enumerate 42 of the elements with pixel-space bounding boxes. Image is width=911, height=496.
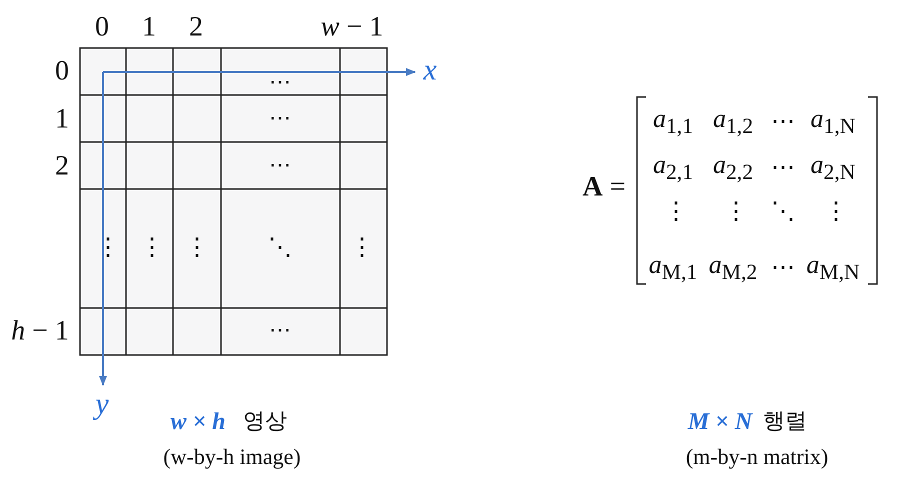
matrix-entry: a$_{1,2}$ bbox=[712, 105, 754, 139]
row-number: 1 bbox=[55, 104, 69, 136]
ellipsis: ⋯ bbox=[771, 108, 795, 136]
diagonal-ellipsis: ⋱ bbox=[268, 234, 292, 262]
row-number: 2 bbox=[55, 152, 69, 182]
ellipsis: ⋯ bbox=[771, 254, 795, 282]
vertical-ellipsis: ⋮ bbox=[350, 234, 374, 262]
ellipsis: ⋯ bbox=[269, 318, 291, 342]
ellipsis: ⋯ bbox=[771, 154, 795, 182]
column-number: w − 1 bbox=[320, 12, 384, 44]
ellipsis: ⋯ bbox=[269, 106, 291, 130]
matrix-entry: a$_{2,2}$ bbox=[712, 151, 754, 185]
caption-symbol: w × h bbox=[170, 408, 226, 436]
matrix-entry: a$_{M,1}$ bbox=[648, 251, 698, 285]
caption-text: (w-by-h image) bbox=[163, 444, 301, 470]
matrix-entry: a$_{M,N}$ bbox=[806, 251, 860, 285]
vertical-ellipsis: ⋮ bbox=[140, 234, 164, 262]
row-number: 0 bbox=[55, 56, 69, 88]
matrix-entry: a$_{2,N}$ bbox=[810, 151, 856, 185]
matrix-entry: a$_{1,N}$ bbox=[810, 105, 856, 139]
matrix-entry: a$_{1,1}$ bbox=[652, 105, 694, 139]
matrix-name: A = bbox=[582, 172, 626, 204]
row-number: h − 1 bbox=[11, 316, 69, 348]
vertical-ellipsis: ⋮ bbox=[824, 198, 848, 226]
column-number: 0 bbox=[95, 12, 109, 44]
caption-symbol: M × N bbox=[688, 408, 752, 436]
axis-label: x bbox=[423, 54, 437, 86]
axis-label: y bbox=[95, 388, 109, 420]
diagonal-ellipsis: ⋱ bbox=[771, 198, 795, 226]
matrix-entry: a$_{M,2}$ bbox=[708, 251, 758, 285]
column-number: 2 bbox=[189, 12, 203, 44]
ellipsis: ⋯ bbox=[269, 152, 291, 178]
ellipsis: ⋯ bbox=[269, 70, 291, 94]
matrix-entry: a$_{2,1}$ bbox=[652, 151, 694, 185]
vertical-ellipsis: ⋮ bbox=[664, 198, 688, 226]
caption-text: (m-by-n matrix) bbox=[686, 444, 828, 470]
column-number: 1 bbox=[142, 12, 156, 44]
vertical-ellipsis: ⋮ bbox=[724, 198, 748, 226]
vertical-ellipsis: ⋮ bbox=[96, 234, 120, 262]
vertical-ellipsis: ⋮ bbox=[185, 234, 209, 262]
caption-text: 행렬 bbox=[763, 410, 807, 434]
caption-text: 영상 bbox=[243, 410, 287, 434]
